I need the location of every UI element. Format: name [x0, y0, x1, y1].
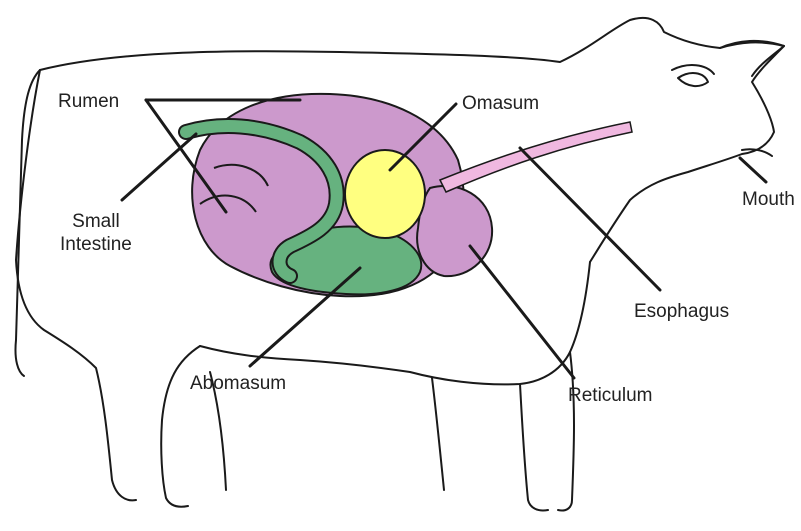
label-small-intestine-line2: Intestine	[60, 233, 132, 256]
label-abomasum: Abomasum	[190, 372, 286, 395]
small-intestine-leader	[122, 134, 196, 200]
label-omasum: Omasum	[462, 92, 539, 115]
cow-eye-outline	[678, 73, 708, 86]
omasum-shape	[345, 150, 425, 238]
label-reticulum: Reticulum	[568, 384, 652, 407]
label-mouth: Mouth	[742, 188, 795, 211]
label-small-intestine: Small Intestine	[60, 210, 132, 256]
reticulum-leader	[470, 246, 574, 378]
label-esophagus: Esophagus	[634, 300, 729, 323]
mouth-leader	[740, 158, 766, 182]
label-small-intestine-line1: Small	[60, 210, 132, 233]
reticulum-shape	[417, 186, 492, 276]
label-rumen: Rumen	[58, 90, 119, 113]
cow-tail-outline	[15, 70, 40, 376]
esophagus-shape	[440, 122, 632, 192]
